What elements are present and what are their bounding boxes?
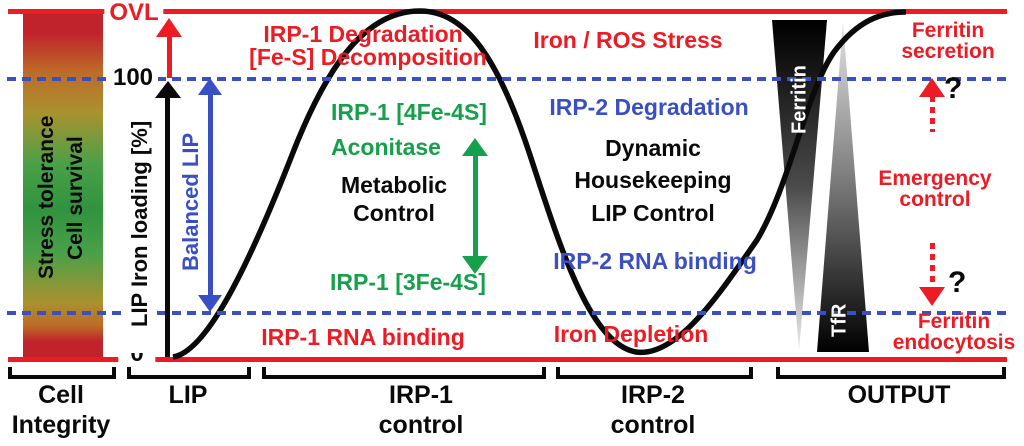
lower-threshold-dashed-line: [7, 311, 1007, 315]
secretion-arrow-head: [919, 78, 945, 97]
bracket-label-lip: LIP: [168, 381, 208, 409]
overload-limit-line: [8, 9, 1007, 14]
stress-tolerance-label: Stress tolerance: [35, 115, 58, 279]
overload-arrow-shaft: [167, 36, 172, 78]
irp1-4fe4s-label: IRP-1 [4Fe-4S]: [331, 99, 487, 125]
bracket-label-output: OUTPUT: [847, 381, 951, 409]
irp2-degradation-label: IRP-2 Degradation: [549, 94, 749, 120]
irp1-rna-binding-label: IRP-1 RNA binding: [261, 324, 465, 350]
emergency-line2: control: [899, 188, 971, 211]
emergency-line1: Emergency: [878, 167, 992, 190]
upper-threshold-dashed-line: [7, 77, 1007, 81]
irp1-3fe4s-label: IRP-1 [3Fe-4S]: [330, 269, 486, 295]
balanced-arrow-head-up: [198, 78, 222, 95]
bracket-label-integrity: Integrity: [11, 411, 111, 439]
metabolic-label: Metabolic: [340, 172, 448, 198]
ferritin-triangle-label: Ferritin: [788, 65, 811, 135]
lip-control-label: LIP Control: [591, 200, 715, 226]
bracket-irp1-control: [262, 367, 546, 379]
question-mark-up: ?: [944, 72, 963, 105]
ovl-label: OVL: [104, 0, 164, 27]
ferritin-secretion-label: Ferritin secretion: [901, 20, 994, 62]
iron-ros-stress-label: Iron / ROS Stress: [533, 27, 723, 53]
metabolic-control-label: Control: [353, 200, 435, 226]
emergency-control-label: Emergency control: [878, 168, 991, 210]
question-mark-down: ?: [948, 266, 967, 299]
cell-integrity-gradient-bar: [23, 13, 103, 357]
dynamic-label: Dynamic: [605, 135, 701, 161]
zero-limit-line: [8, 357, 1007, 362]
y-axis-arrow-shaft: [165, 94, 170, 357]
lip-oscillation-curve: [172, 8, 907, 360]
secretion-arrow-shaft: [930, 96, 935, 132]
metabolic-arrow-head-up: [462, 138, 488, 156]
balanced-arrow-head-down: [198, 295, 222, 312]
bracket-lip: [127, 367, 251, 379]
ferritin-endocytosis-label: Ferritin endocytosis: [893, 311, 1016, 353]
y-axis-label: LIP Iron loading [%]: [124, 95, 156, 353]
tfr-triangle-label: TfR: [828, 303, 851, 337]
bracket-label-irp2: IRP-2: [621, 381, 685, 409]
cell-survival-label: Cell survival: [64, 136, 87, 260]
bracket-label-cell: Cell: [38, 381, 84, 409]
ferritin-level-triangle: [772, 20, 827, 351]
metabolic-arrow-shaft: [473, 153, 478, 259]
bracket-label-irp2-control: control: [610, 411, 696, 439]
tick-100-label: 100: [107, 64, 159, 92]
ferritin-endocytosis-line1: Ferritin: [917, 310, 991, 333]
irp2-rna-binding-label: IRP-2 RNA binding: [553, 248, 757, 274]
irp1-degradation-label: IRP-1 Degradation: [263, 21, 463, 47]
ferritin-endocytosis-line2: endocytosis: [892, 331, 1016, 354]
bracket-output: [776, 367, 1006, 379]
iron-depletion-label: Iron Depletion: [553, 321, 709, 347]
fes-decomposition-label: [Fe-S] Decomposition: [249, 44, 487, 70]
y-axis-arrow-head: [155, 81, 181, 98]
metabolic-arrow-head-down: [462, 256, 488, 274]
bracket-label-irp1-control: control: [378, 411, 464, 439]
aconitase-label: Aconitase: [331, 134, 441, 160]
housekeeping-label: Housekeeping: [574, 167, 732, 193]
tfr-level-triangle: [817, 22, 869, 352]
ferritin-secretion-line1: Ferritin: [911, 19, 985, 42]
bracket-cell-integrity: [8, 367, 116, 379]
balanced-lip-label: Balanced LIP: [178, 132, 203, 272]
endocytosis-arrow-head: [919, 287, 945, 306]
overload-arrow-head: [156, 18, 182, 37]
endocytosis-arrow-shaft: [930, 243, 935, 285]
ferritin-secretion-line2: secretion: [901, 40, 995, 63]
bracket-label-irp1: IRP-1: [389, 381, 453, 409]
bracket-irp2-control: [556, 367, 753, 379]
balanced-arrow-shaft: [208, 92, 213, 297]
